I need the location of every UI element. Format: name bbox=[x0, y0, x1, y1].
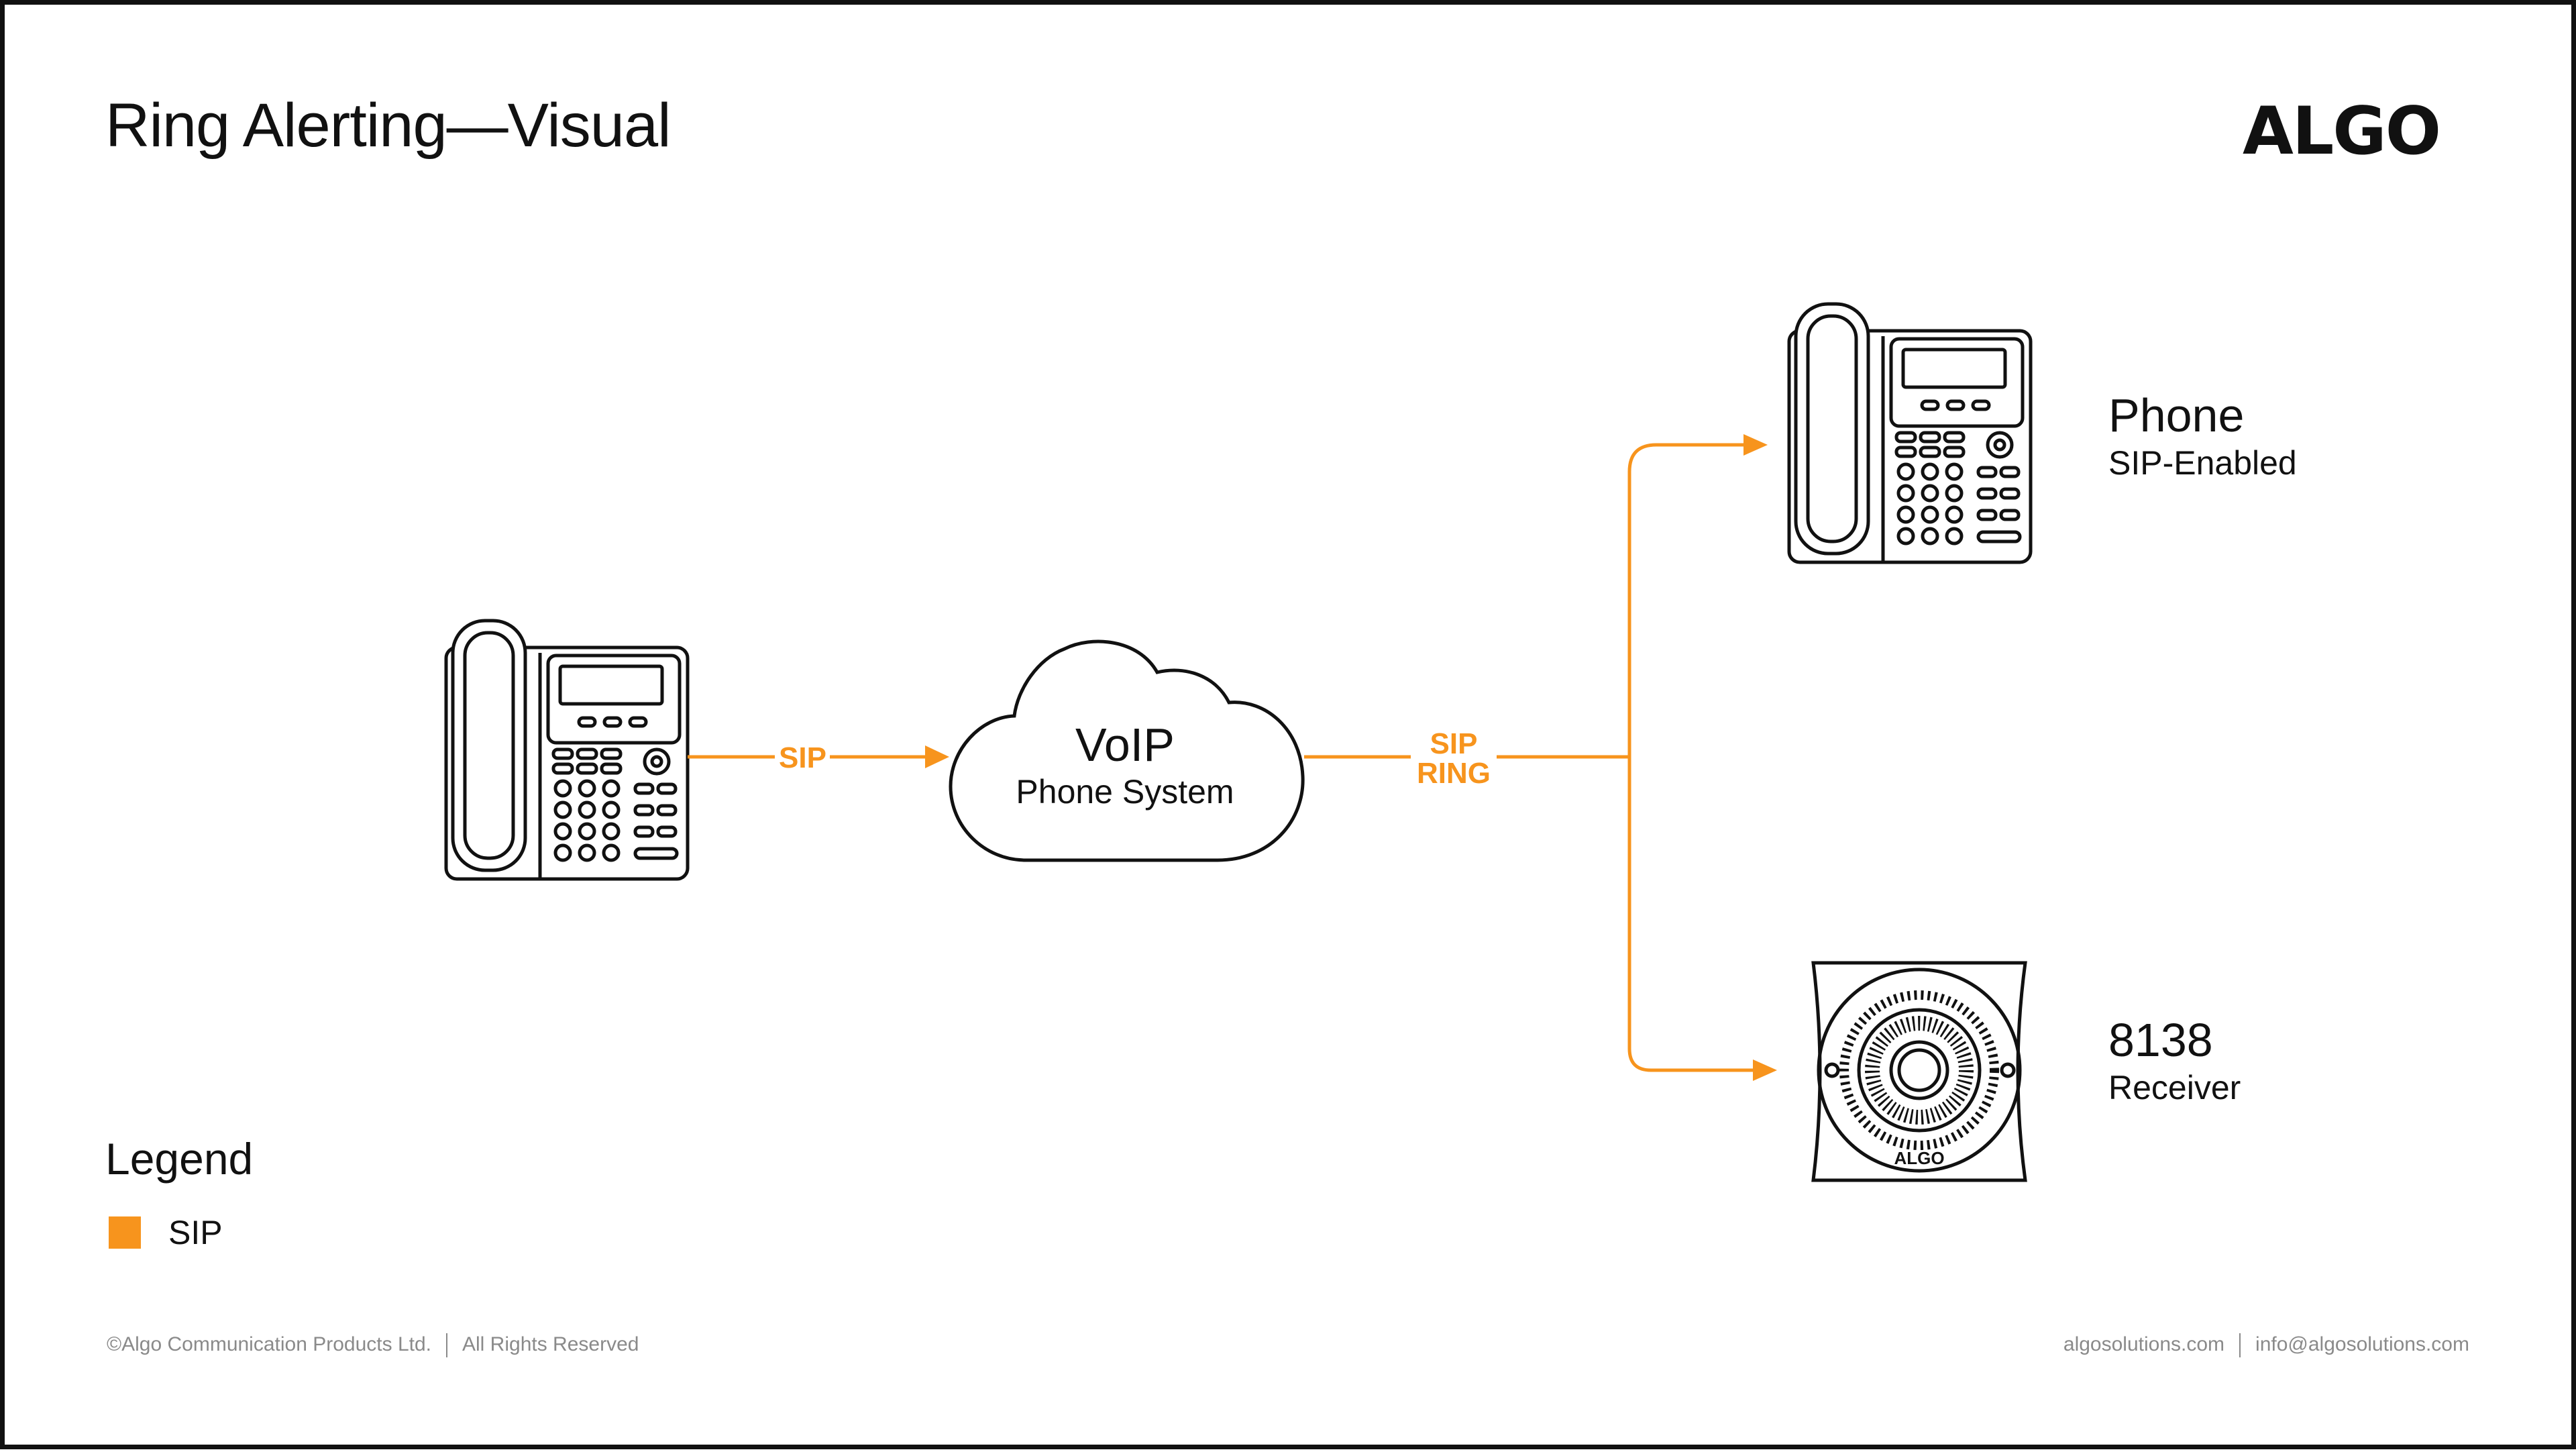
page-title: Ring Alerting—Visual bbox=[105, 91, 672, 160]
footer-right: algosolutions.com info@algosolutions.com bbox=[2063, 1333, 2469, 1358]
target-desk-phone-icon bbox=[1789, 304, 2031, 562]
cloud-label: VoIP Phone System bbox=[964, 717, 1286, 811]
target-phone-title: Phone bbox=[2108, 389, 2245, 442]
cloud-title: VoIP bbox=[1075, 719, 1175, 771]
copyright-text: ©Algo Communication Products Ltd. bbox=[107, 1333, 431, 1355]
website-link[interactable]: algosolutions.com bbox=[2063, 1333, 2225, 1355]
footer-divider bbox=[446, 1333, 447, 1358]
target-phone-subtitle: SIP-Enabled bbox=[2108, 444, 2297, 482]
footer-left: ©Algo Communication Products Ltd. All Rig… bbox=[107, 1333, 639, 1358]
voip-cloud-icon bbox=[949, 639, 1305, 862]
source-desk-phone-icon bbox=[446, 621, 688, 879]
sip-edge-label: SIP bbox=[779, 741, 826, 774]
receiver-brand-text: ALGO bbox=[1894, 1148, 1944, 1168]
sip-ring-connector bbox=[1304, 434, 1777, 1081]
diagram-canvas: ALGO bbox=[5, 5, 2576, 1182]
footer-divider bbox=[2239, 1333, 2241, 1358]
receiver-subtitle: Receiver bbox=[2108, 1069, 2241, 1106]
receiver-speaker-icon: ALGO bbox=[1811, 961, 2027, 1182]
legend-title: Legend bbox=[105, 1134, 254, 1184]
receiver-title: 8138 bbox=[2108, 1014, 2213, 1066]
sip-ring-label-line-1: SIP bbox=[1430, 727, 1478, 760]
sip-connector bbox=[688, 745, 949, 768]
sip-ring-label-line-2: RING bbox=[1417, 757, 1491, 790]
algo-logo: ALGO bbox=[2243, 93, 2441, 170]
legend-sip-swatch bbox=[109, 1216, 141, 1249]
sip-ring-edge-label: SIP RING bbox=[1412, 729, 1495, 788]
email-link[interactable]: info@algosolutions.com bbox=[2255, 1333, 2469, 1355]
rights-text: All Rights Reserved bbox=[462, 1333, 639, 1355]
legend-sip-label: SIP bbox=[168, 1214, 223, 1251]
cloud-subtitle: Phone System bbox=[1016, 773, 1234, 811]
